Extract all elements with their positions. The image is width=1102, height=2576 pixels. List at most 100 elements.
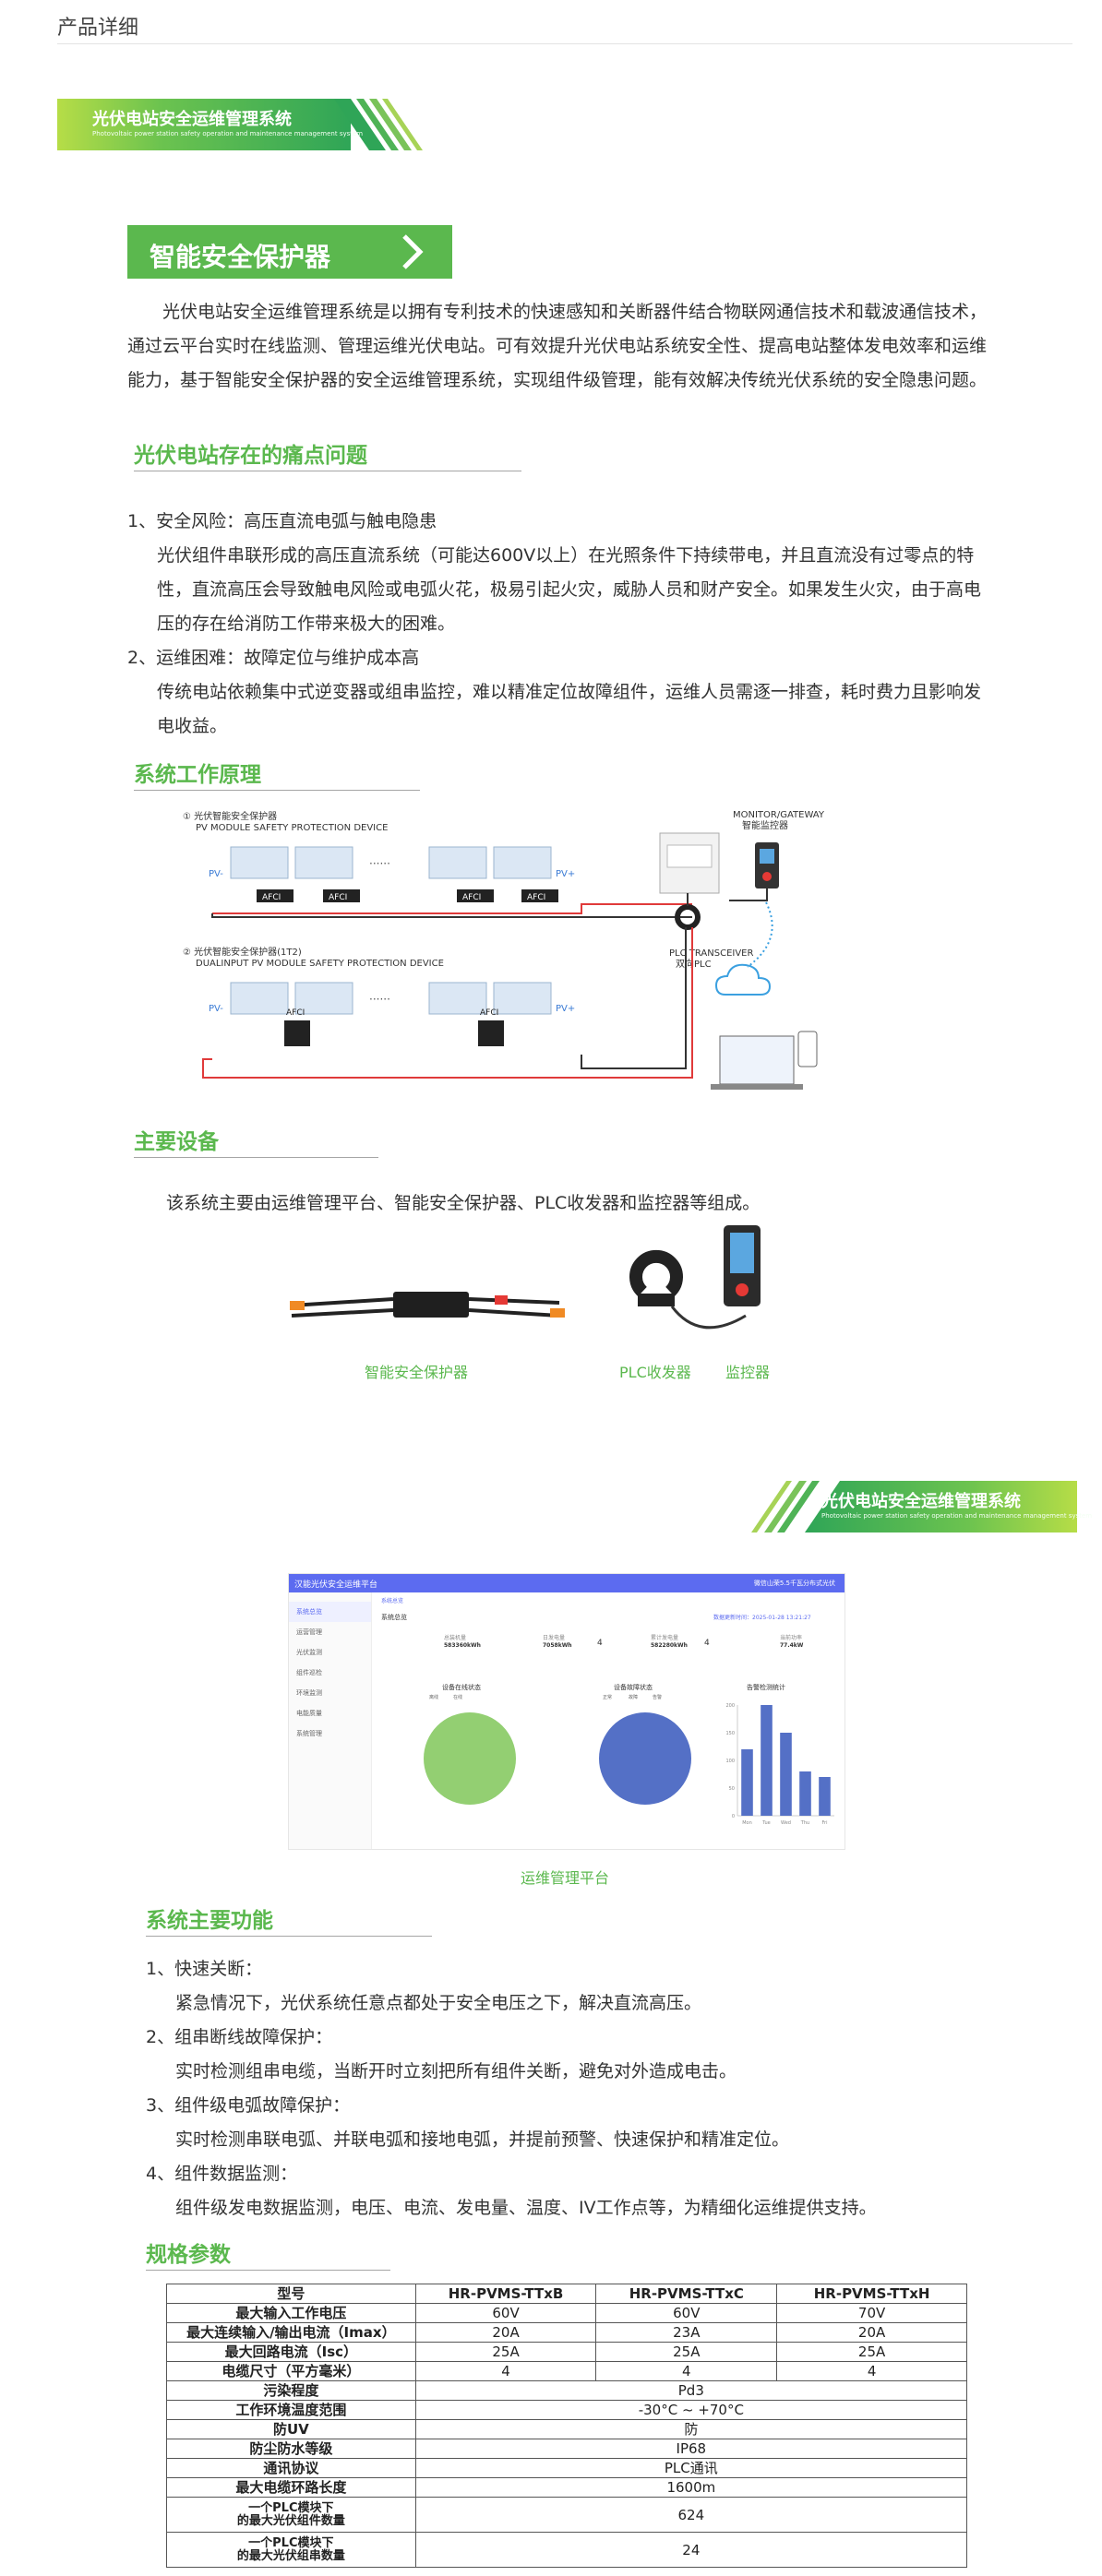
- diagram-pv-minus: PV-: [209, 869, 223, 879]
- spec-value: 20A: [776, 2322, 967, 2343]
- intro-paragraph: 光伏电站安全运维管理系统是以拥有专利技术的快速感知和关断器件结合物联网通信技术和…: [127, 302, 988, 390]
- spec-label-line-2: 的最大光伏组串数量: [236, 2548, 345, 2563]
- spec-row: 通讯协议 PLC通讯: [166, 2458, 968, 2478]
- platform-update-time: 数据更新时间：2025-01-28 13:21:27: [713, 1615, 811, 1621]
- pain-item-1-head: 1、安全风险：高压直流电弧与触电隐患: [127, 511, 437, 531]
- chart1-legend-offline: 离线: [429, 1695, 439, 1700]
- stat-label: 日发电量: [543, 1635, 566, 1641]
- afci-label: AFCI: [262, 893, 281, 902]
- chart-x-tick: Tue: [761, 1820, 771, 1826]
- platform-screenshot: 汉能光伏安全运维平台 微信山荣5.5千瓦分布式光伏 系统总览 运营管理 光伏监测…: [288, 1573, 845, 1850]
- spec-row: 最大电缆环路长度 1600m: [166, 2477, 968, 2498]
- banner-subtitle: Photovoltaic power station safety operat…: [92, 130, 364, 137]
- spec-value: 23A: [595, 2322, 778, 2343]
- banner-subtitle: Photovoltaic power station safety operat…: [821, 1512, 1093, 1520]
- spec-value: 70V: [776, 2303, 967, 2323]
- stat-value: 7058kWh: [543, 1642, 572, 1649]
- chart-x-tick: Fri: [822, 1820, 828, 1826]
- platform-sidebar-item[interactable]: 系统总览: [289, 1602, 371, 1622]
- spec-label: 通讯协议: [166, 2458, 416, 2478]
- diagram-label-1-en: PV MODULE SAFETY PROTECTION DEVICE: [196, 823, 388, 833]
- stat-value: 583360kWh: [444, 1642, 481, 1649]
- spec-row: 防尘防水等级 IP68: [166, 2439, 968, 2459]
- chart-y-tick: 100: [725, 1759, 735, 1764]
- stat-value: 582280kWh: [651, 1642, 688, 1649]
- chevron-right-icon: [402, 234, 424, 269]
- ribbon-title: 智能安全保护器: [150, 242, 331, 272]
- banner-title: 光伏电站安全运维管理系统: [92, 110, 292, 129]
- spec-row: 最大连续输入/输出电流（Imax） 20A 23A 20A: [166, 2322, 967, 2343]
- system-banner-top: 光伏电站安全运维管理系统 Photovoltaic power station …: [57, 99, 423, 150]
- spec-label-line-1: 一个PLC模块下: [248, 2535, 334, 2550]
- spec-label: 一个PLC模块下的最大光伏组串数量: [166, 2532, 416, 2568]
- platform-sidebar-item[interactable]: 系统管理: [296, 1730, 322, 1737]
- chart2-legend-fault: 故障: [629, 1695, 639, 1700]
- afci-label: AFCI: [286, 1008, 305, 1018]
- caption-plc: PLC收发器: [619, 1364, 691, 1381]
- diagram-plc-cn: 双向PLC: [676, 958, 712, 970]
- chart-y-tick: 150: [725, 1731, 735, 1736]
- spec-label: 最大电缆环路长度: [166, 2477, 416, 2498]
- plc-transceiver: [675, 904, 701, 930]
- afci-label: AFCI: [480, 1008, 498, 1018]
- spec-value: 25A: [595, 2342, 778, 2362]
- chart-x-tick: Wed: [781, 1820, 791, 1826]
- spec-value: 25A: [414, 2342, 597, 2362]
- spec-value: -30°C ~ +70°C: [414, 2400, 968, 2420]
- cloud-icon: [714, 963, 772, 996]
- spec-label: 防尘防水等级: [166, 2439, 416, 2459]
- feature-3-head: 3、组件级电弧故障保护：: [146, 2095, 351, 2116]
- afci-devices-row-2: [284, 1020, 504, 1046]
- diagram-monitor-en: MONITOR/GATEWAY: [733, 810, 825, 820]
- spec-value: 1600m: [414, 2477, 968, 2498]
- section-title-features: 系统主要功能: [146, 1909, 273, 1933]
- spec-row: 工作环境温度范围 -30°C ~ +70°C: [166, 2400, 968, 2420]
- platform-header-right: 微信山荣5.5千瓦分布式光伏: [753, 1580, 835, 1587]
- stat-value: 77.4kW: [780, 1642, 804, 1649]
- chart-bar: [761, 1705, 773, 1816]
- chart-y-tick: 50: [729, 1786, 735, 1792]
- stat-count: 4: [597, 1639, 603, 1648]
- spec-header: 型号: [166, 2284, 416, 2304]
- spec-row: 污染程度 Pd3: [166, 2380, 968, 2401]
- spec-value: 624: [414, 2497, 968, 2533]
- feature-3-body: 实时检测串联电弧、并联电弧和接地电弧，并提前预警、快速保护和精准定位。: [175, 2129, 790, 2150]
- platform-tab[interactable]: 系统总览: [381, 1598, 404, 1604]
- section-underline: [146, 1936, 432, 1937]
- spec-value: 60V: [414, 2303, 597, 2323]
- section-underline: [134, 790, 420, 791]
- spec-header-row: 型号 HR-PVMS-TTxB HR-PVMS-TTxC HR-PVMS-TTx…: [166, 2284, 967, 2304]
- diagram-pv-plus: PV+: [556, 1004, 575, 1014]
- chart-y-tick: 200: [725, 1703, 735, 1709]
- spec-row: 最大回路电流（Isc） 25A 25A 25A: [166, 2342, 967, 2362]
- chart-bar: [780, 1733, 792, 1816]
- chart-x-tick: Mon: [742, 1820, 752, 1826]
- platform-sidebar-item[interactable]: 光伏监测: [296, 1649, 322, 1656]
- diagram-pv-plus: PV+: [556, 869, 575, 879]
- spec-row: 电缆尺寸（平方毫米） 4 4 4: [166, 2361, 967, 2381]
- feature-2-body: 实时检测组串电缆，当断开时立刻把所有组件关断，避免对外造成电击。: [175, 2061, 737, 2081]
- spec-label: 污染程度: [166, 2380, 416, 2401]
- stripes-decoration: [334, 99, 423, 150]
- afci-label: AFCI: [462, 893, 481, 902]
- diagram-monitor-cn: 智能监控器: [742, 819, 788, 831]
- platform-sidebar-item[interactable]: 运营管理: [296, 1628, 322, 1636]
- section-title-spec: 规格参数: [146, 2243, 231, 2267]
- diagram-label-2-cn: ② 光伏智能安全保护器(1T2): [183, 946, 302, 958]
- platform-sidebar-item[interactable]: 电能质量: [296, 1710, 322, 1717]
- spec-value: 60V: [595, 2303, 778, 2323]
- afci-label: AFCI: [527, 893, 545, 902]
- platform-sidebar-item[interactable]: 环境监测: [296, 1689, 322, 1697]
- platform-sidebar-item[interactable]: 组件巡检: [296, 1669, 322, 1676]
- platform-app-title: 汉能光伏安全运维平台: [294, 1580, 378, 1590]
- diagram-dots: ······: [369, 993, 390, 1006]
- banner-title: 光伏电站安全运维管理系统: [821, 1492, 1021, 1511]
- pain-item-2-body: 传统电站依赖集中式逆变器或组串监控，难以精准定位故障组件，运维人员需逐一排查，耗…: [157, 682, 982, 736]
- chart1-title: 设备在线状态: [442, 1684, 481, 1691]
- spec-header: HR-PVMS-TTxH: [776, 2284, 967, 2304]
- chart1-legend-online: 在线: [453, 1695, 463, 1700]
- spec-value: 24: [414, 2532, 968, 2568]
- page-title: 产品详细: [57, 17, 139, 40]
- stat-label: 总装机量: [444, 1635, 467, 1641]
- caption-monitor: 监控器: [725, 1364, 771, 1381]
